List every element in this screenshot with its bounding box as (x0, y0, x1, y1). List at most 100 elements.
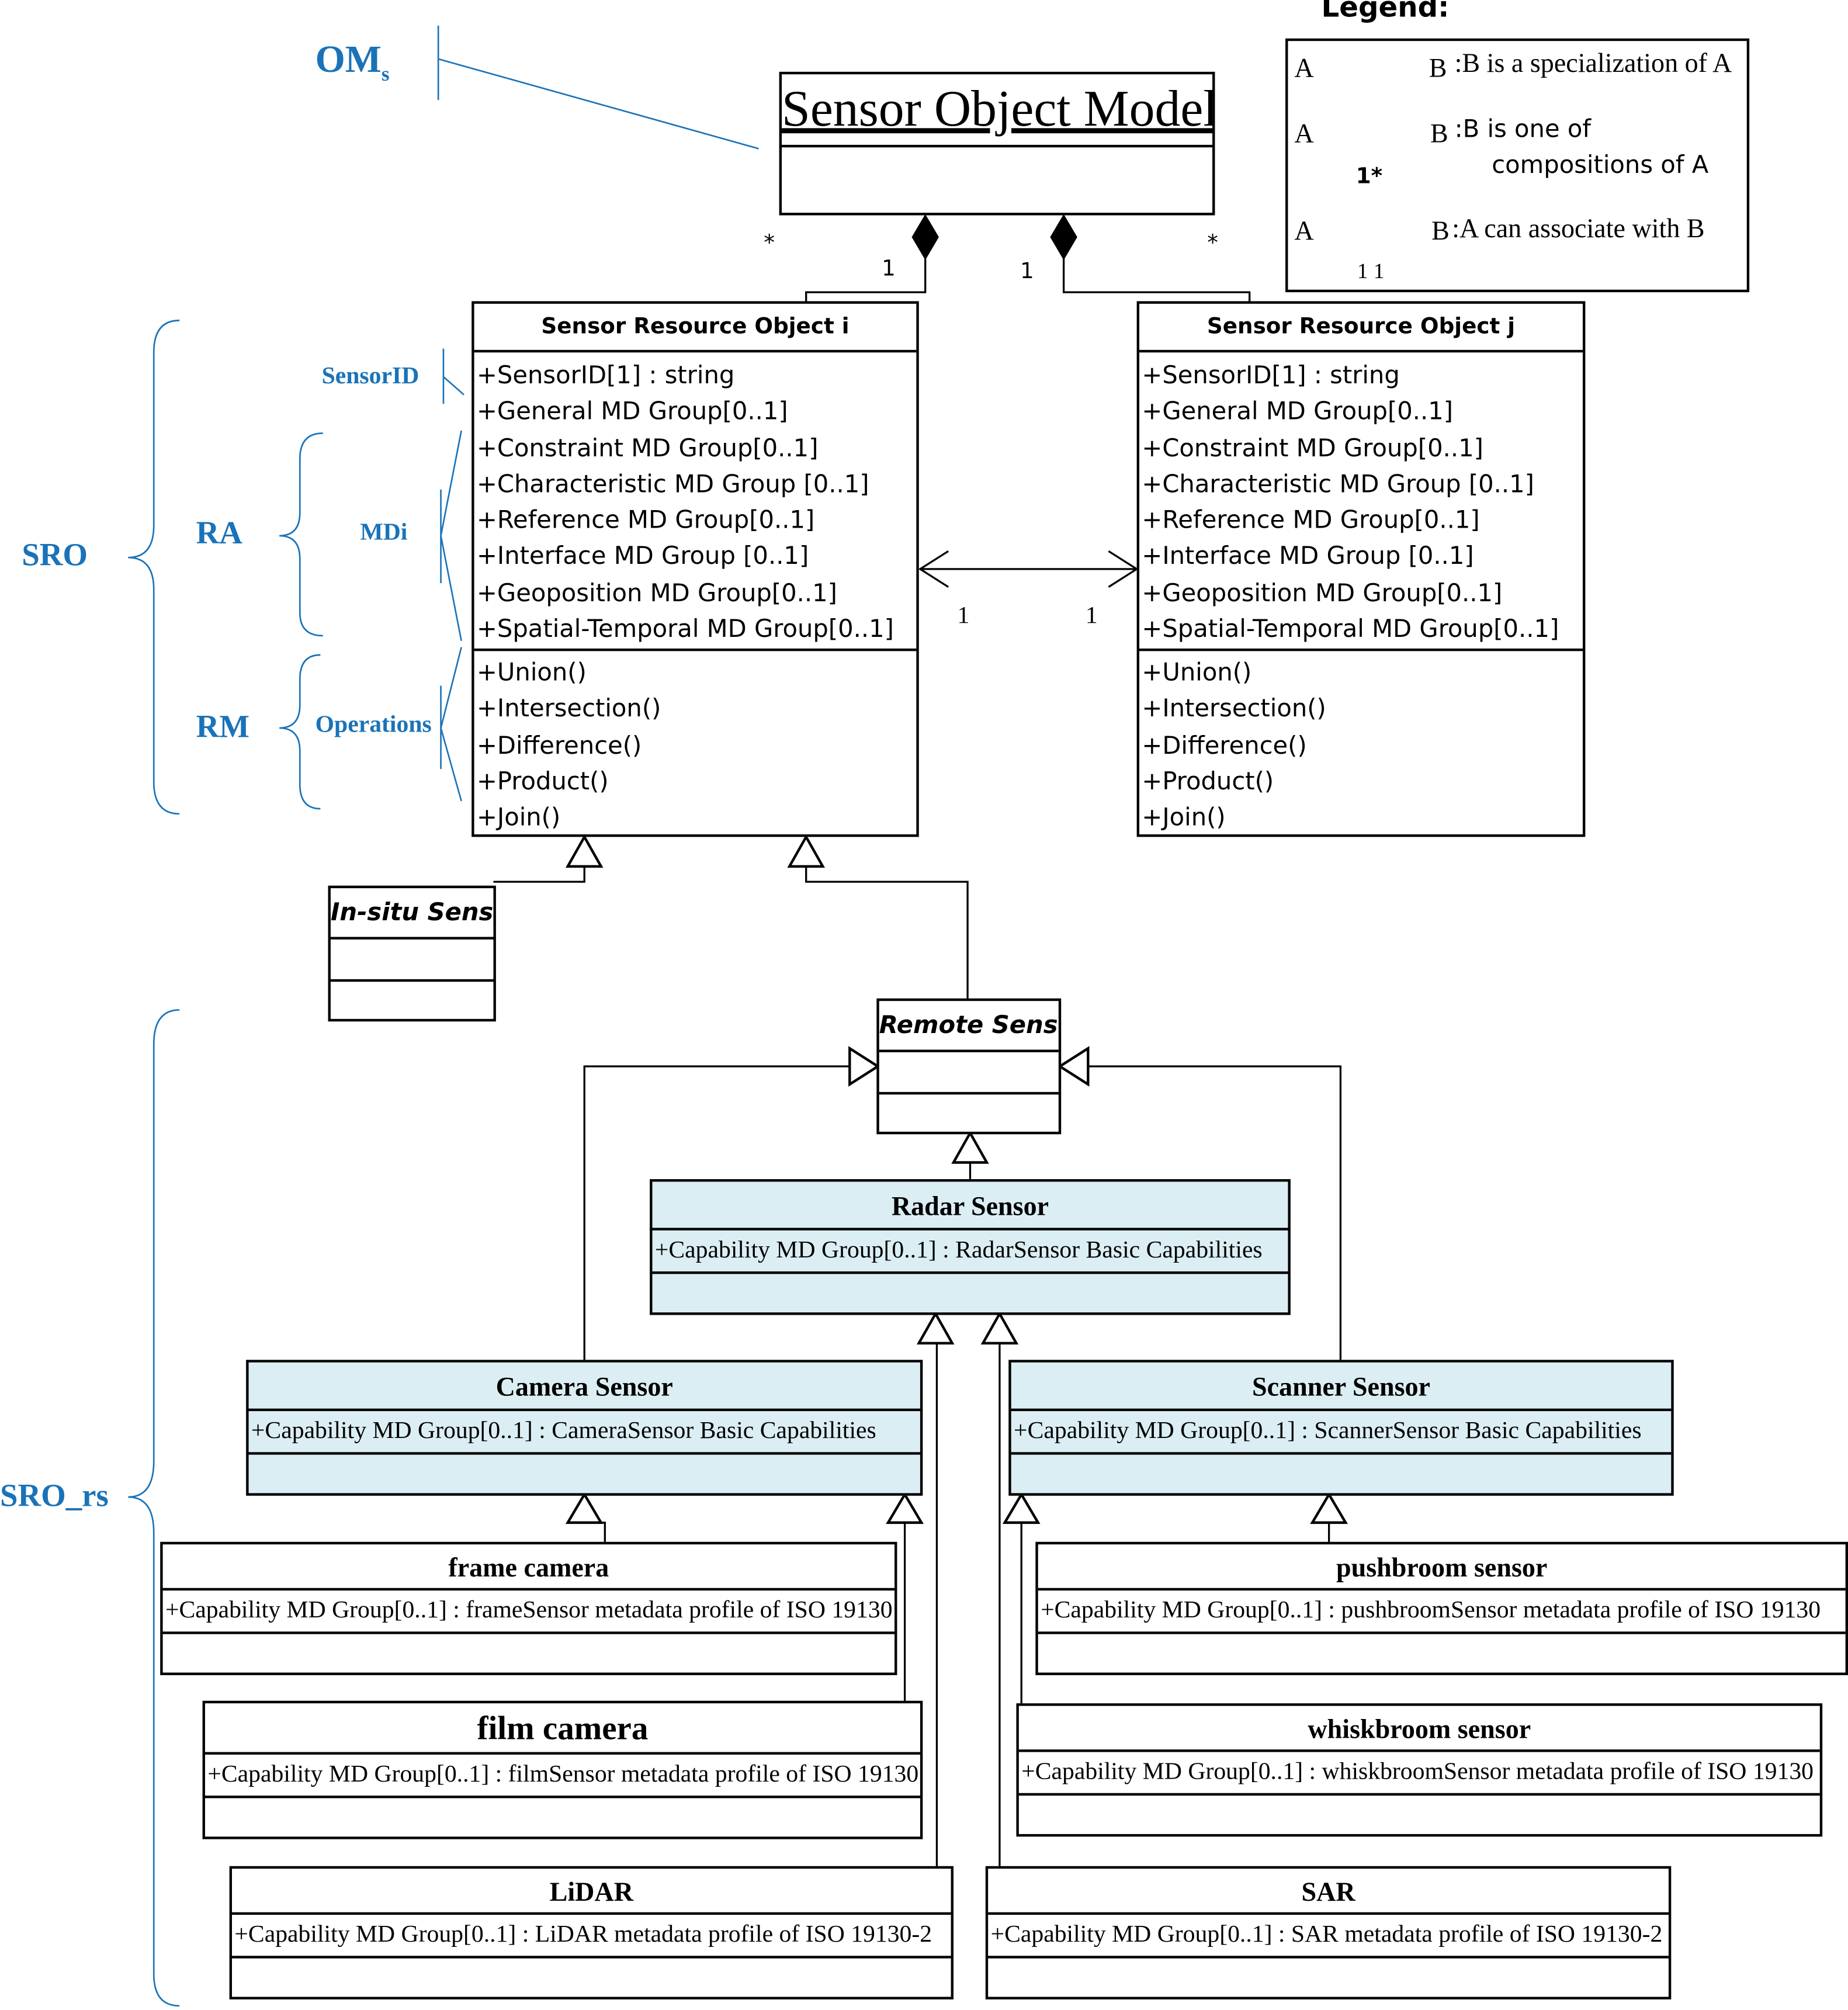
gen-triangle-camera-remote (848, 1046, 880, 1087)
frame-camera-box[interactable]: frame camera +Capability MD Group[0..1] … (160, 1541, 897, 1675)
sro-i-operation: +Product() (476, 767, 609, 796)
gen-triangle-insitu (565, 834, 604, 868)
film-camera-capability: +Capability MD Group[0..1] : filmSensor … (204, 1755, 920, 1798)
sro-j-attribute: +Interface MD Group [0..1] (1142, 542, 1474, 571)
legend-specialization-text: :B is a specialization of A (1454, 47, 1732, 78)
radar-sensor-capability: +Capability MD Group[0..1] : RadarSensor… (652, 1231, 1288, 1274)
legend-b-association: B (1431, 215, 1450, 247)
radar-sensor-title: Radar Sensor (652, 1181, 1288, 1231)
sar-box[interactable]: SAR +Capability MD Group[0..1] : SAR met… (985, 1866, 1672, 1999)
sro-i-operation: +Difference() (476, 731, 642, 760)
sro-j-operation: +Join() (1142, 803, 1226, 832)
composition-line-j (1062, 259, 1251, 303)
sro-i-attributes: +SensorID[1] : string +General MD Group[… (474, 352, 917, 651)
mdi-label: MDi (360, 519, 408, 546)
legend-association-multiplicity: 1 1 (1357, 259, 1385, 283)
gen-line-camera (583, 1065, 850, 1361)
sro-j-attributes: +SensorID[1] : string +General MD Group[… (1139, 352, 1583, 651)
sro-j-operation: +Intersection() (1142, 695, 1326, 723)
legend-b-specialization: B (1429, 52, 1447, 84)
in-situ-sensor-title: In-situ Sensor (330, 888, 494, 940)
sensorid-pointer-line (443, 376, 464, 396)
sro-j-attribute: +General MD Group[0..1] (1142, 397, 1454, 426)
sro-i-operations: +Union() +Intersection() +Difference() +… (474, 651, 917, 836)
sro-rs-label: SRO_rs (0, 1479, 109, 1514)
legend-b-composition: B (1430, 117, 1448, 149)
sar-capability: +Capability MD Group[0..1] : SAR metadat… (988, 1915, 1669, 1959)
remote-sensor-box[interactable]: Remote Sensor (876, 998, 1062, 1135)
whiskbroom-sensor-title: whiskbroom sensor (1018, 1706, 1820, 1752)
sro-i-operation: +Join() (476, 803, 561, 832)
sensor-resource-object-i[interactable]: Sensor Resource Object i +SensorID[1] : … (471, 301, 919, 837)
sensor-object-model-box[interactable]: Sensor Object Model (779, 71, 1215, 216)
sensor-resource-object-j[interactable]: Sensor Resource Object j +SensorID[1] : … (1136, 301, 1586, 837)
frame-camera-capability: +Capability MD Group[0..1] : frameSensor… (162, 1590, 895, 1634)
gen-triangle-remote (787, 834, 825, 868)
sro-i-attribute: +Constraint MD Group[0..1] (476, 434, 819, 462)
whiskbroom-sensor-box[interactable]: whiskbroom sensor +Capability MD Group[0… (1016, 1703, 1823, 1837)
sensor-object-model-title: Sensor Object Model (782, 74, 1213, 148)
ops-pointer-top (440, 647, 462, 729)
ra-label: RA (196, 516, 242, 552)
lidar-box[interactable]: LiDAR +Capability MD Group[0..1] : LiDAR… (229, 1866, 954, 1999)
association-arrow-left (918, 550, 949, 588)
multiplicity-star-j: * (1207, 230, 1218, 257)
sro-i-operation: +Union() (476, 659, 587, 687)
sro-i-title: Sensor Resource Object i (474, 304, 917, 353)
legend-association-text: :A can associate with B (1452, 213, 1705, 244)
sro-j-operation: +Difference() (1142, 731, 1307, 760)
sro-i-attribute: +Interface MD Group [0..1] (476, 542, 809, 571)
gen-triangle-scanner-remote (1057, 1046, 1090, 1087)
sro-j-operation: +Union() (1142, 659, 1252, 687)
film-camera-title: film camera (204, 1703, 920, 1755)
composition-diamond-i (911, 214, 939, 261)
sar-title: SAR (988, 1869, 1669, 1915)
sro-label: SRO (22, 538, 88, 573)
composition-diamond-j (1050, 214, 1077, 261)
sro-i-attribute: +Spatial-Temporal MD Group[0..1] (476, 615, 894, 644)
association-multiplicity-i: 1 (957, 602, 970, 630)
sro-i-attribute: +SensorID[1] : string (476, 361, 735, 390)
camera-sensor-box[interactable]: Camera Sensor +Capability MD Group[0..1]… (246, 1360, 923, 1496)
radar-sensor-box[interactable]: Radar Sensor +Capability MD Group[0..1] … (650, 1179, 1291, 1315)
lidar-capability: +Capability MD Group[0..1] : LiDAR metad… (232, 1915, 951, 1959)
pushbroom-sensor-box[interactable]: pushbroom sensor +Capability MD Group[0.… (1035, 1541, 1848, 1675)
legend-composition-multiplicity: 1* (1355, 164, 1383, 190)
sro-i-operation: +Intersection() (476, 695, 661, 723)
legend-a-association: A (1294, 215, 1314, 247)
sro-j-attribute: +Spatial-Temporal MD Group[0..1] (1142, 615, 1559, 644)
oms-pointer-line (438, 58, 759, 150)
gen-line-insitu (493, 866, 585, 883)
pushbroom-sensor-title: pushbroom sensor (1038, 1544, 1846, 1591)
frame-camera-title: frame camera (162, 1544, 895, 1591)
legend-a-composition: A (1294, 117, 1314, 149)
legend-composition-text-2: compositions of A (1492, 151, 1709, 180)
gen-triangle-pushbroom-scanner (1310, 1492, 1348, 1524)
sro-j-attribute: +Reference MD Group[0..1] (1142, 506, 1480, 535)
gen-triangle-radar-remote (951, 1130, 989, 1164)
sro-j-attribute: +SensorID[1] : string (1142, 361, 1400, 390)
sro-j-attribute: +Constraint MD Group[0..1] (1142, 434, 1483, 462)
gen-line-scanner (1088, 1065, 1342, 1361)
in-situ-sensor-box[interactable]: In-situ Sensor (328, 885, 496, 1022)
sro-i-attribute: +Characteristic MD Group [0..1] (476, 470, 869, 499)
legend-composition-text-1: :B is one of (1454, 115, 1592, 144)
oms-label: OMs (315, 38, 390, 86)
multiplicity-one-i: 1 (882, 256, 896, 282)
sro-brace (128, 320, 180, 815)
film-camera-box[interactable]: film camera +Capability MD Group[0..1] :… (202, 1700, 923, 1839)
remote-sensor-attributes (879, 1052, 1059, 1095)
scanner-sensor-title: Scanner Sensor (1011, 1363, 1672, 1412)
sro-i-attribute: +Geoposition MD Group[0..1] (476, 578, 837, 608)
scanner-sensor-box[interactable]: Scanner Sensor +Capability MD Group[0..1… (1008, 1360, 1674, 1496)
in-situ-sensor-attributes (330, 940, 494, 982)
ra-brace (279, 432, 323, 637)
association-multiplicity-j: 1 (1085, 602, 1098, 630)
sro-j-operation: +Product() (1142, 767, 1274, 796)
pushbroom-sensor-capability: +Capability MD Group[0..1] : pushbroomSe… (1038, 1590, 1846, 1634)
lidar-title: LiDAR (232, 1869, 951, 1915)
gen-triangle-sar-radar (980, 1311, 1019, 1344)
gen-line-remote (805, 866, 969, 1000)
